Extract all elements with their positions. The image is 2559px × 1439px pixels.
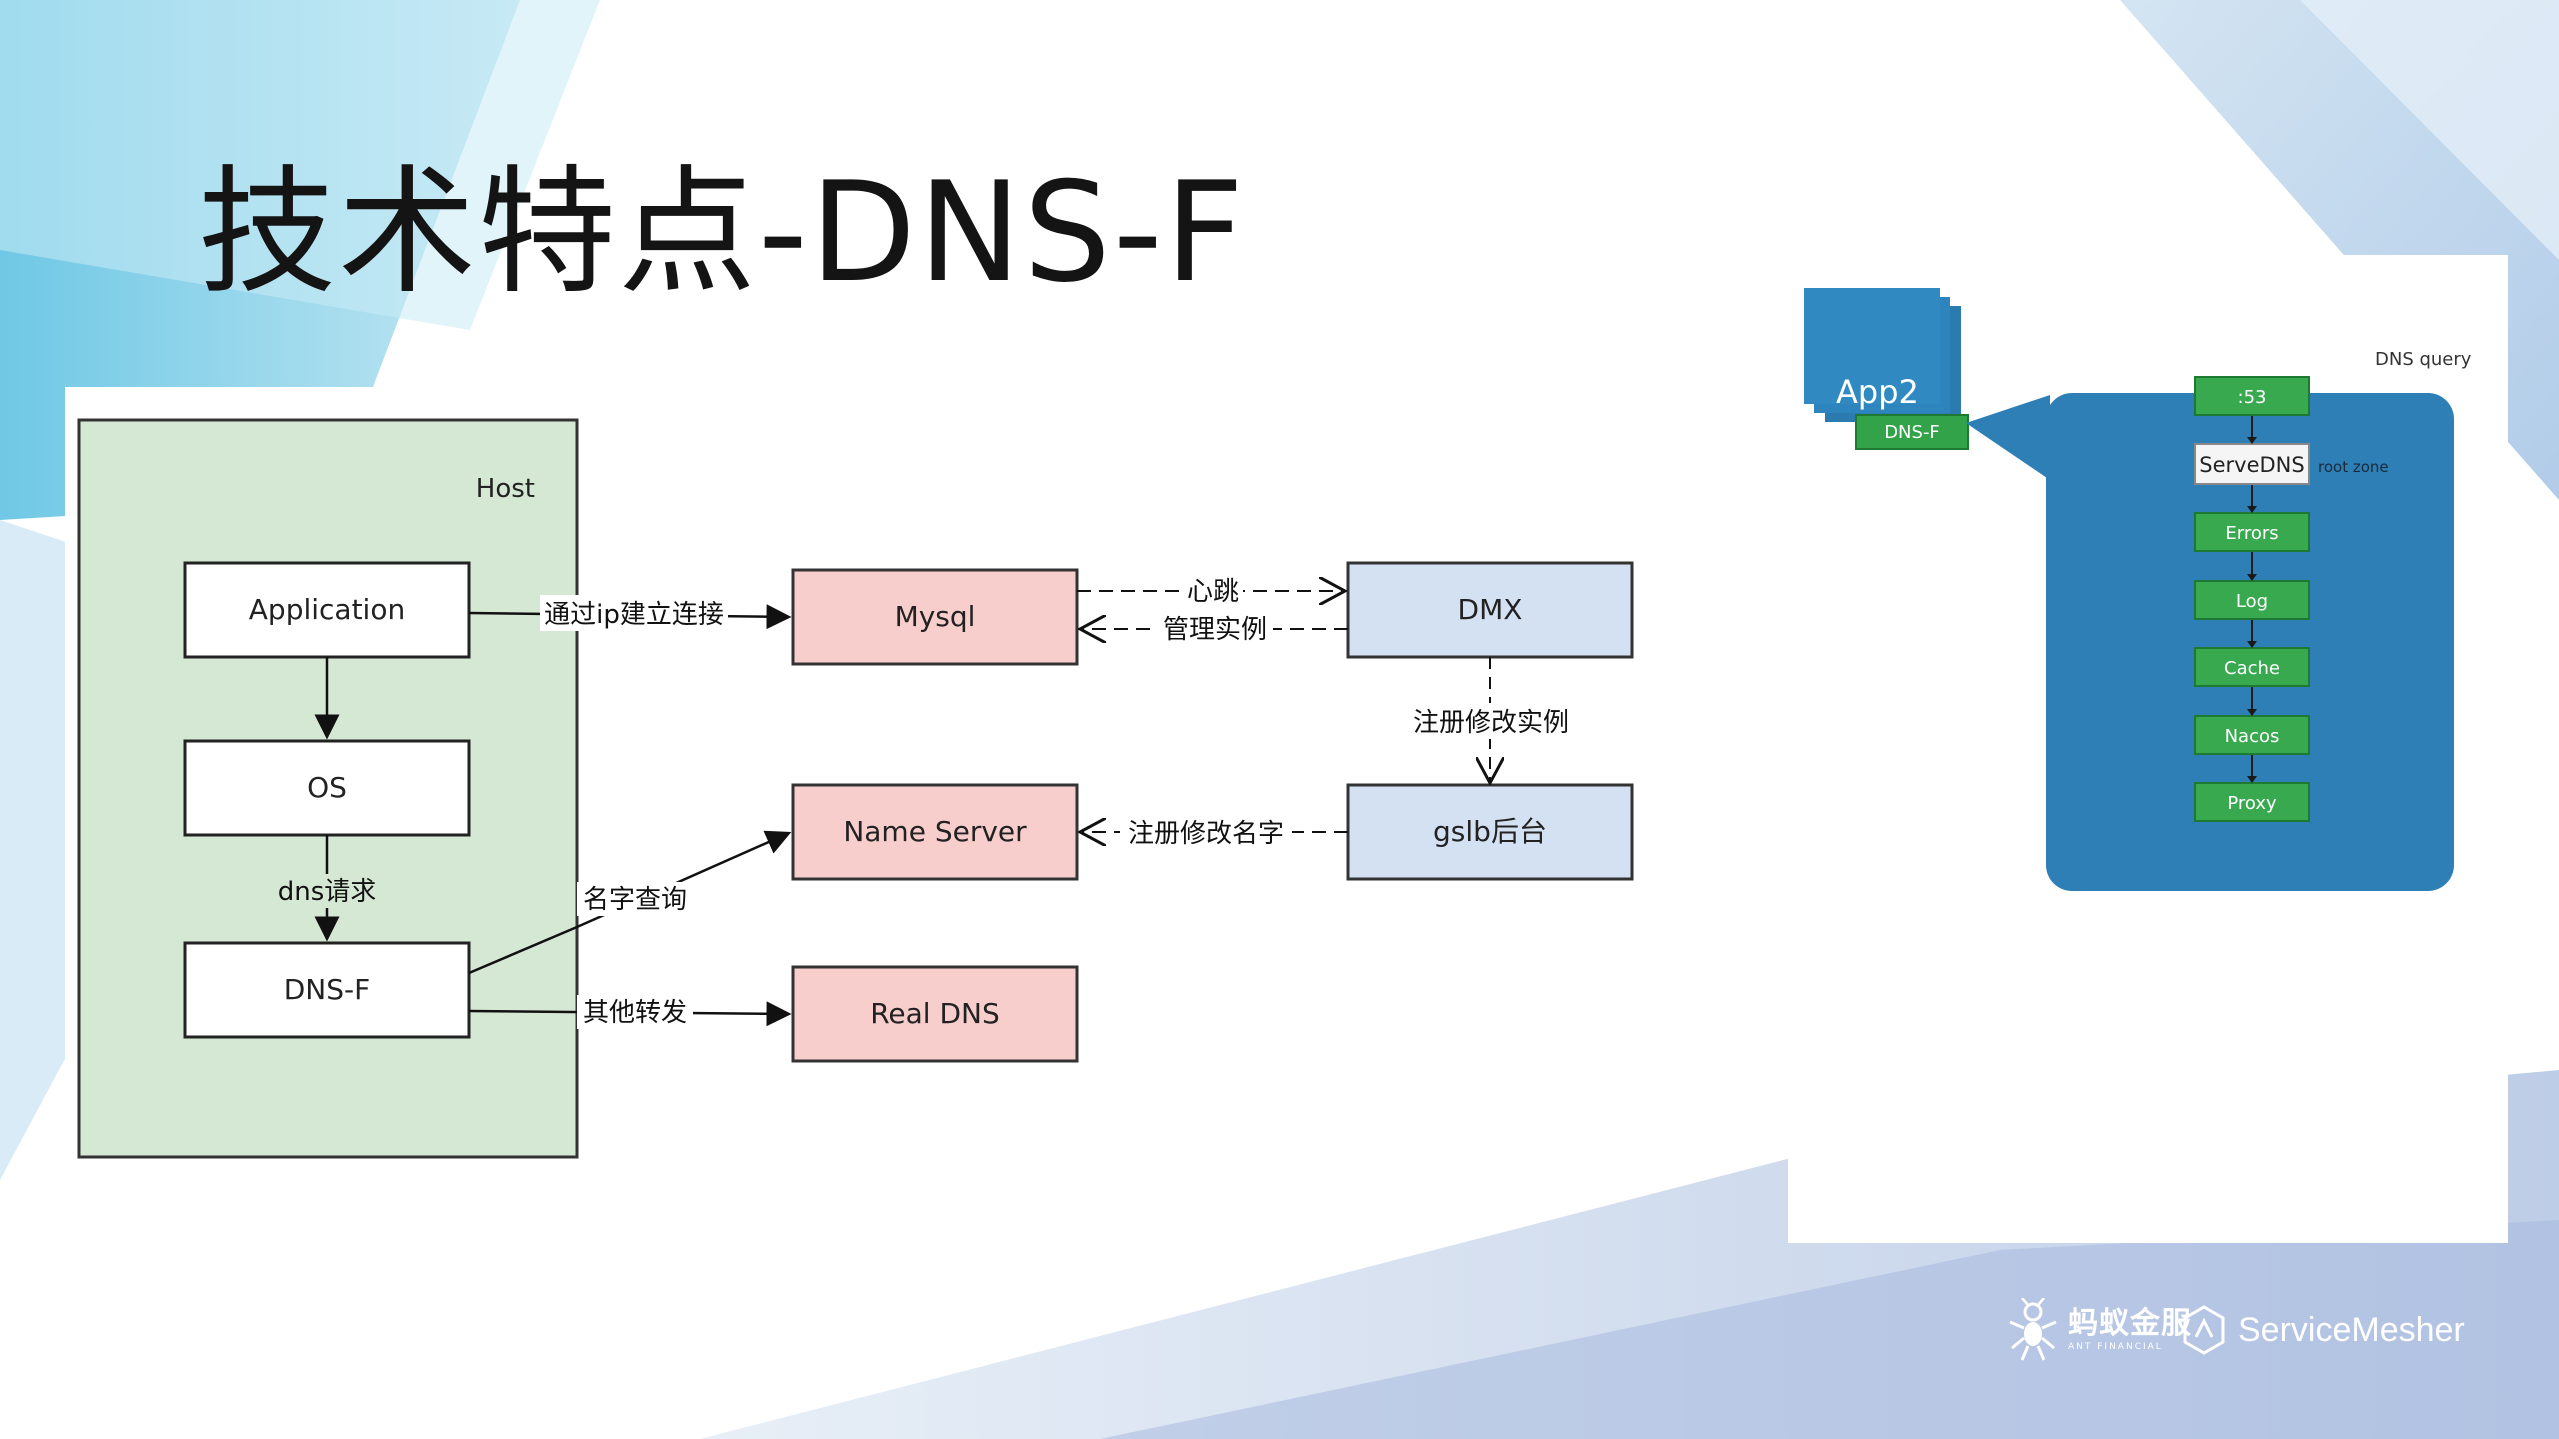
ant-icon bbox=[2009, 1298, 2057, 1361]
os-label: OS bbox=[307, 771, 347, 804]
chain-port-label: :53 bbox=[2238, 387, 2267, 408]
edge-dnsf-nameserver bbox=[468, 830, 792, 975]
chain-log-label: Log bbox=[2236, 591, 2268, 612]
dns-query-label: DNS query bbox=[2375, 349, 2472, 370]
chain-port bbox=[2194, 376, 2310, 416]
mysql-label: Mysql bbox=[895, 600, 976, 633]
ant-financial-logo: 蚂蚁金服 ANT FINANCIAL bbox=[2006, 1298, 2192, 1362]
chain-nacos bbox=[2194, 715, 2310, 755]
servicemesher-logo: ServiceMesher bbox=[2182, 1298, 2465, 1362]
ant-financial-en: ANT FINANCIAL bbox=[2068, 1342, 2163, 1352]
edge-label-name-query: 名字查询 bbox=[583, 885, 687, 915]
edge-label-manage-instance: 管理实例 bbox=[1163, 615, 1267, 645]
chain-proxy bbox=[2194, 782, 2310, 822]
realdns-node bbox=[791, 965, 1079, 1063]
edge-label-forward: 其他转发 bbox=[583, 998, 687, 1028]
app2-card bbox=[1804, 288, 1940, 404]
host-label: Host bbox=[476, 474, 535, 504]
chain-nacos-label: Nacos bbox=[2225, 726, 2280, 747]
architecture-diagram-panel: Host Application OS DNS-F Mysql Name Ser… bbox=[65, 387, 1655, 1180]
dmx-label: DMX bbox=[1458, 593, 1523, 626]
edge-label-register-instance: 注册修改实例 bbox=[1413, 708, 1569, 738]
edge-label-heartbeat: 心跳 bbox=[1187, 577, 1239, 607]
root-zone-label: root zone bbox=[2318, 458, 2389, 476]
dnsf-label: DNS-F bbox=[284, 973, 371, 1006]
chain-cache bbox=[2194, 647, 2310, 687]
gslb-label: gslb后台 bbox=[1433, 815, 1547, 848]
application-node bbox=[183, 561, 471, 659]
dnsf-node bbox=[183, 941, 471, 1039]
slide-title: 技术特点-DNS-F bbox=[198, 152, 1247, 313]
chain-servedns-label: ServeDNS bbox=[2199, 453, 2304, 477]
edge-label-register-name: 注册修改名字 bbox=[1128, 819, 1284, 849]
dmx-node bbox=[1346, 561, 1634, 659]
app-dnsf-box bbox=[1855, 414, 1969, 450]
realdns-label: Real DNS bbox=[870, 997, 1000, 1030]
nameserver-node bbox=[791, 783, 1079, 881]
app2-label: App2 bbox=[1836, 373, 1919, 411]
architecture-diagram: Host Application OS DNS-F Mysql Name Ser… bbox=[77, 418, 1634, 1159]
servicemesher-hexagon-icon bbox=[2183, 1305, 2225, 1355]
coredns-chain-panel: App2 DNS-F DNS query :53 ServeDNS root z… bbox=[1788, 255, 2508, 1243]
nameserver-label: Name Server bbox=[843, 815, 1027, 848]
app-dnsf-label: DNS-F bbox=[1884, 422, 1940, 443]
mysql-node bbox=[791, 568, 1079, 666]
chain-errors bbox=[2194, 512, 2310, 552]
ant-financial-cn: 蚂蚁金服 bbox=[2068, 1306, 2192, 1341]
edge-label-ip-connect: 通过ip建立连接 bbox=[544, 600, 724, 630]
os-node bbox=[183, 739, 471, 837]
edge-label-dns-request: dns请求 bbox=[278, 877, 377, 907]
chain-cache-label: Cache bbox=[2224, 658, 2280, 679]
chain-errors-label: Errors bbox=[2225, 523, 2278, 544]
application-label: Application bbox=[249, 593, 405, 626]
chain-proxy-label: Proxy bbox=[2227, 793, 2277, 814]
servicemesher-text: ServiceMesher bbox=[2238, 1310, 2465, 1349]
chain-log bbox=[2194, 580, 2310, 620]
coredns-chain-diagram: App2 DNS-F DNS query :53 ServeDNS root z… bbox=[1804, 288, 2472, 891]
